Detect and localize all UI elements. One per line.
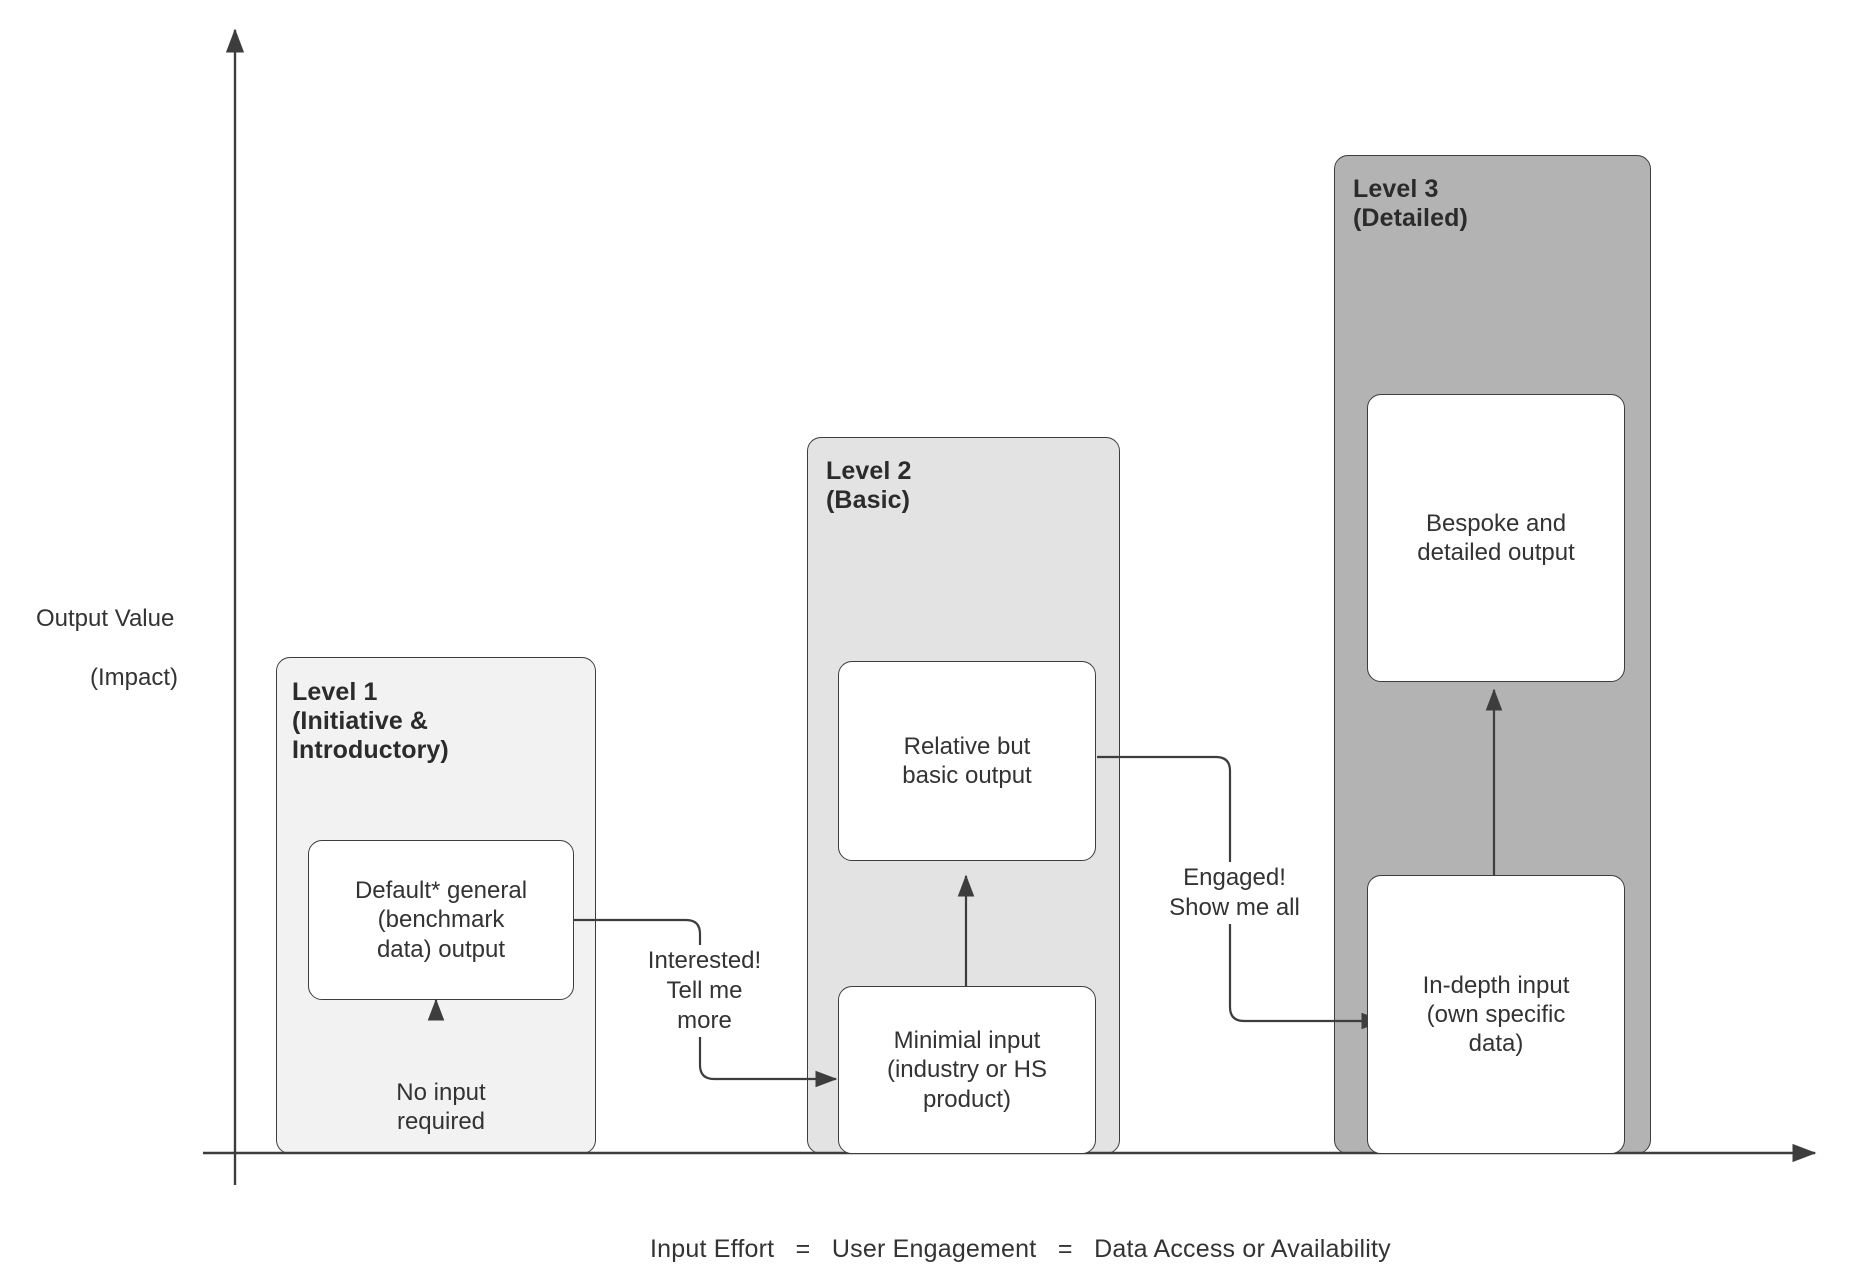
level-1-input-node: No input required (396, 1079, 486, 1136)
y-axis-label-line1: Output Value (36, 605, 175, 632)
transition-1-label: Interested! Tell me more (613, 945, 796, 1037)
level-2-input-node: Minimial input (industry or HS product) (838, 986, 1096, 1154)
level-1-output-node: Default* general (benchmark data) output (308, 840, 574, 1000)
level-2-title: Level 2 (Basic) (826, 457, 912, 514)
level-2-output-node: Relative but basic output (838, 661, 1096, 861)
y-axis-label-line2: (Impact) (90, 664, 179, 691)
level-3-title: Level 3 (Detailed) (1353, 175, 1468, 232)
level-1-title: Level 1 (Initiative & Introductory) (292, 678, 449, 764)
level-3-output-node: Bespoke and detailed output (1367, 394, 1625, 682)
level-3-input-node: In-depth input (own specific data) (1367, 875, 1625, 1154)
transition-2-label: Engaged! Show me all (1143, 862, 1326, 924)
x-axis-label: Input Effort = User Engagement = Data Ac… (650, 1235, 1391, 1263)
